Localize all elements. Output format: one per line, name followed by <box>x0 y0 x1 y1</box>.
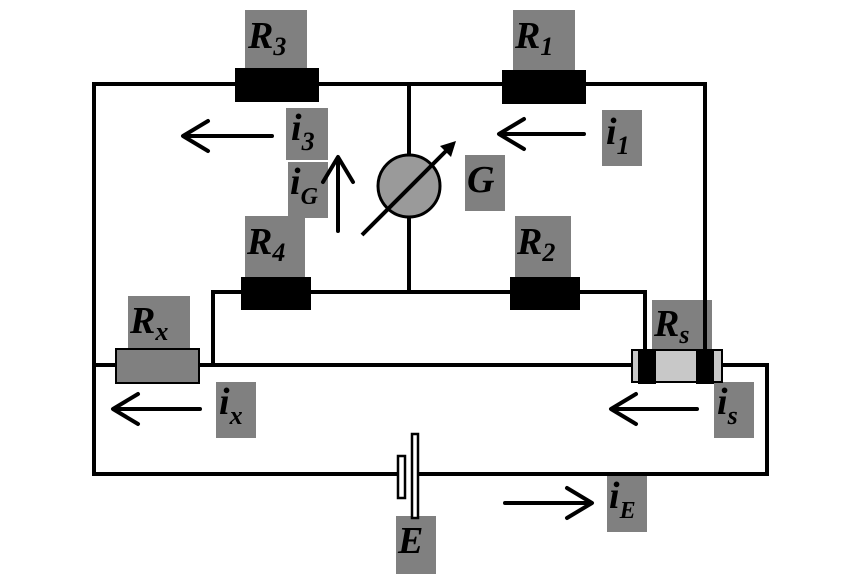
label-box-rx <box>128 296 190 352</box>
resistor-r3 <box>235 68 319 102</box>
resistor-rs-terminal-right <box>696 350 714 384</box>
label-rs: Rs <box>653 303 689 349</box>
label-box-r3 <box>245 10 307 72</box>
label-rx: Rx <box>129 300 168 346</box>
label-boxes <box>128 10 754 574</box>
current-arrows <box>111 117 699 520</box>
arrow-ix <box>111 392 202 426</box>
label-r3: R3 <box>247 15 286 61</box>
label-box-r2 <box>515 216 571 278</box>
label-box-is <box>714 382 754 438</box>
resistors <box>115 68 723 384</box>
label-box-g <box>465 155 505 211</box>
arrow-ie <box>503 486 594 520</box>
arrow-ig <box>321 155 355 233</box>
arrow-i3 <box>181 119 274 153</box>
label-box-rs <box>652 300 712 352</box>
label-ig: iG <box>290 161 319 210</box>
galvanometer <box>360 141 456 237</box>
label-is: is <box>717 381 738 430</box>
label-box-i3 <box>286 108 328 160</box>
resistor-rx <box>115 348 200 384</box>
label-ie: iE <box>609 475 636 524</box>
arrow-is <box>609 392 699 426</box>
label-g: G <box>467 159 495 201</box>
label-r2: R2 <box>516 221 555 267</box>
label-i3: i3 <box>291 107 315 156</box>
battery-long-plate <box>410 432 420 520</box>
label-box-i1 <box>602 110 642 166</box>
label-box-r4 <box>245 216 305 278</box>
label-r1: R1 <box>514 15 553 61</box>
galvanometer-needle-head <box>440 141 456 157</box>
battery-short-plate <box>396 454 407 500</box>
resistor-r1 <box>502 70 586 104</box>
galvanometer-needle <box>360 149 448 237</box>
label-box-r1 <box>513 10 575 72</box>
label-i1: i1 <box>606 111 630 160</box>
label-box-ix <box>216 382 256 438</box>
arrow-i1 <box>497 117 586 151</box>
label-e: E <box>397 520 423 562</box>
label-r4: R4 <box>246 221 285 267</box>
label-ix: ix <box>219 381 243 430</box>
label-box-ie <box>607 476 647 532</box>
label-box-ig <box>288 162 328 218</box>
labels: R3 R1 R4 R2 Rx Rs i3 i1 iG ix is iE G E <box>129 15 738 562</box>
resistor-r4 <box>241 277 311 310</box>
battery-e <box>396 432 420 520</box>
label-box-e <box>396 516 436 574</box>
resistor-r2 <box>510 277 580 310</box>
resistor-rs-terminal-left <box>638 350 656 384</box>
